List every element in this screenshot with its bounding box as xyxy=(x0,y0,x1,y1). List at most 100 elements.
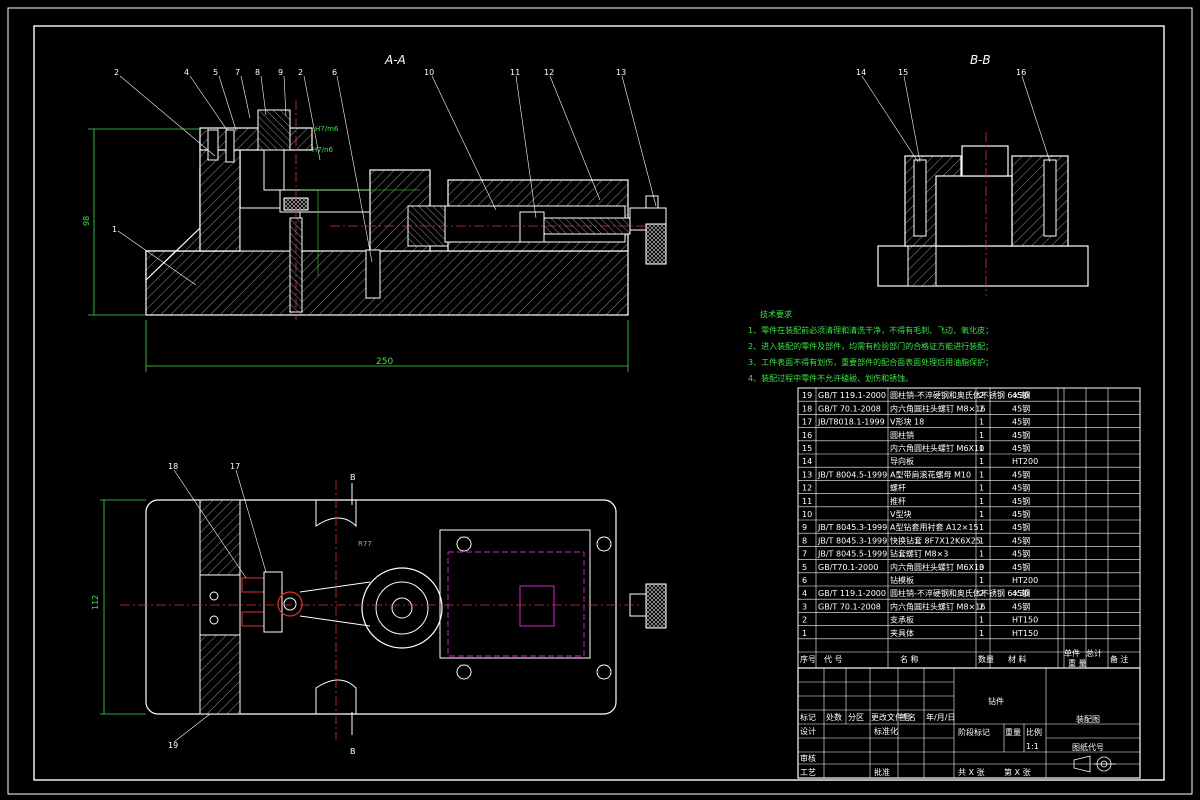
section-bb-view: B-B 14 15 16 xyxy=(856,53,1089,296)
bom-cell-code: GB/T 119.1-2000 xyxy=(818,589,886,598)
bom-cell-no: 5 xyxy=(802,563,807,572)
bom-cell-name: 导向板 xyxy=(890,456,914,466)
bom-cell-qty: 1 xyxy=(979,444,984,453)
bom-cell-qty: 1 xyxy=(979,576,984,585)
svg-text:H7/n6: H7/n6 xyxy=(312,146,334,154)
bom-cell-material: 45钢 xyxy=(1012,601,1030,611)
balloon: 5 xyxy=(213,68,218,77)
bom-cell-material: 45钢 xyxy=(1012,443,1030,453)
balloon: 2 xyxy=(114,68,119,77)
bom-header-qty: 数量 xyxy=(978,654,994,664)
bom-cell-name: 钻模板 xyxy=(890,575,914,585)
bom-cell-name: 内六角圆柱头螺钉 M8×16 xyxy=(890,601,985,611)
balloon: 10 xyxy=(424,68,434,77)
bom-cell-qty: 1 xyxy=(979,418,984,427)
bom-cell-no: 7 xyxy=(802,550,807,559)
balloon: 12 xyxy=(544,68,554,77)
bom-header-unit: 单件 xyxy=(1064,648,1080,658)
projection-symbol-icon xyxy=(1073,755,1116,773)
bom-cell-qty: 1 xyxy=(979,497,984,506)
bom-cell-code: GB/T 70.1-2008 xyxy=(818,602,881,611)
bom-cell-code: JB/T 8045.3-1999 xyxy=(817,523,887,532)
title-block: 钻件 装配图 图纸代号 标记 处数 分区 更改文件号 签名 年/月/日 设计 标… xyxy=(797,667,1141,779)
bom-cell-qty: 1 xyxy=(979,484,984,493)
bom-cell-code: JB/T8018.1-1999 xyxy=(817,418,885,427)
inner-frame xyxy=(33,25,1165,781)
bom-cell-material: 45钢 xyxy=(1012,522,1030,532)
bom-cell-name: 内六角圆柱头螺钉 M6X10 xyxy=(890,443,984,453)
title-drawing-title: 装配图 xyxy=(1076,714,1100,724)
dim-length: 250 xyxy=(376,357,393,367)
tech-item: 3、工件表面不得有划伤，重要部件的配合面表面处理后用油脂保护； xyxy=(748,357,993,367)
bom-cell-material: 45钢 xyxy=(1012,496,1030,506)
bom-cell-material: 45钢 xyxy=(1012,403,1030,413)
bom-cell-code: GB/T 119.1-2000 xyxy=(818,391,886,400)
title-date: 年/月/日 xyxy=(926,712,955,722)
bom-header-remark: 备 注 xyxy=(1110,654,1129,664)
dim-height: 98 xyxy=(82,216,91,226)
bom-cell-no: 16 xyxy=(802,431,812,440)
bom-cell-material: HT150 xyxy=(1012,616,1038,625)
bom-cell-no: 4 xyxy=(802,589,807,598)
bom-cell-code: GB/T 70.1-2008 xyxy=(818,404,881,413)
bom-cell-qty: 1 xyxy=(979,523,984,532)
balloon: 18 xyxy=(168,462,178,471)
bom-header-total: 总计 xyxy=(1086,648,1102,658)
bom-cell-material: 45钢 xyxy=(1012,430,1030,440)
bom-cell-material: 45钢 xyxy=(1012,483,1030,493)
tech-item: 2、进入装配的零件及部件，均需有检验部门的合格证方能进行装配； xyxy=(748,341,993,351)
bom-cell-name: 圆柱销-不淬硬钢和奥氏体不锈钢 6×30 xyxy=(890,390,1029,400)
bom-cell-name: 内六角圆柱头螺钉 M8×16 xyxy=(890,403,985,413)
bom-cell-material: 45钢 xyxy=(1012,562,1030,572)
bom-cell-qty: 1 xyxy=(979,616,984,625)
bom-cell-code: GB/T70.1-2000 xyxy=(818,563,878,572)
bom-cell-no: 17 xyxy=(802,418,812,427)
bom-cell-name: 支承板 xyxy=(890,615,914,625)
bom-cell-qty: 2 xyxy=(979,602,984,611)
bom-cell-qty: 3 xyxy=(979,563,984,572)
balloon: 8 xyxy=(255,68,260,77)
bom-header-no: 序号 xyxy=(800,654,816,664)
bom-cell-material: 45钢 xyxy=(1012,390,1030,400)
bom-cell-name: A型带肩滚花螺母 M10 xyxy=(890,469,971,479)
bom-cell-material: 45钢 xyxy=(1012,535,1030,545)
title-drawing-no: 图纸代号 xyxy=(1072,742,1104,752)
bom-cell-qty: 1 xyxy=(979,510,984,519)
bom-cell-qty: 1 xyxy=(979,629,984,638)
title-sign: 签名 xyxy=(900,712,916,722)
svg-text:H7/m6: H7/m6 xyxy=(315,125,339,133)
balloon: 2 xyxy=(298,68,303,77)
tech-item: 1、零件在装配前必须清理和清洗干净，不得有毛刺、飞边、氧化皮； xyxy=(748,325,993,335)
balloon: 7 xyxy=(235,68,240,77)
balloon: 1 xyxy=(112,225,117,234)
bom-cell-no: 19 xyxy=(802,391,812,400)
bom-cell-material: 45钢 xyxy=(1012,588,1030,598)
bom-cell-name: 夹具体 xyxy=(890,628,914,638)
bom-cell-code: JB/T 8045.3-1999 xyxy=(817,536,887,545)
balloon: 6 xyxy=(332,68,337,77)
bom-cell-material: HT200 xyxy=(1012,576,1038,585)
section-aa-view: A-A 250 xyxy=(82,53,667,372)
bom-cell-no: 10 xyxy=(802,510,812,519)
title-scale-value: 1:1 xyxy=(1026,742,1039,751)
balloon: 9 xyxy=(278,68,283,77)
balloon: 13 xyxy=(616,68,626,77)
title-count: 处数 xyxy=(826,712,842,722)
bom-cell-qty: 2 xyxy=(979,391,984,400)
plan-view: 112 R77 B B 18 17 19 xyxy=(91,462,667,756)
title-mark: 标记 xyxy=(800,712,816,722)
bom-cell-material: 45钢 xyxy=(1012,509,1030,519)
bom-cell-material: HT200 xyxy=(1012,457,1038,466)
balloon: 15 xyxy=(898,68,908,77)
title-review: 审核 xyxy=(800,753,816,763)
bom-cell-no: 1 xyxy=(802,629,807,638)
bom-cell-name: 圆柱销-不淬硬钢和奥氏体不锈钢 6×30 xyxy=(890,588,1029,598)
bom-cell-no: 18 xyxy=(802,404,812,413)
dim-radius: R77 xyxy=(358,540,372,548)
bom-cell-no: 14 xyxy=(802,457,812,466)
title-total-sheets: 共 X 张 xyxy=(958,768,985,777)
bom-cell-no: 11 xyxy=(802,497,812,506)
title-part-name: 钻件 xyxy=(988,696,1004,706)
title-sheet-no: 第 X 张 xyxy=(1004,767,1031,777)
